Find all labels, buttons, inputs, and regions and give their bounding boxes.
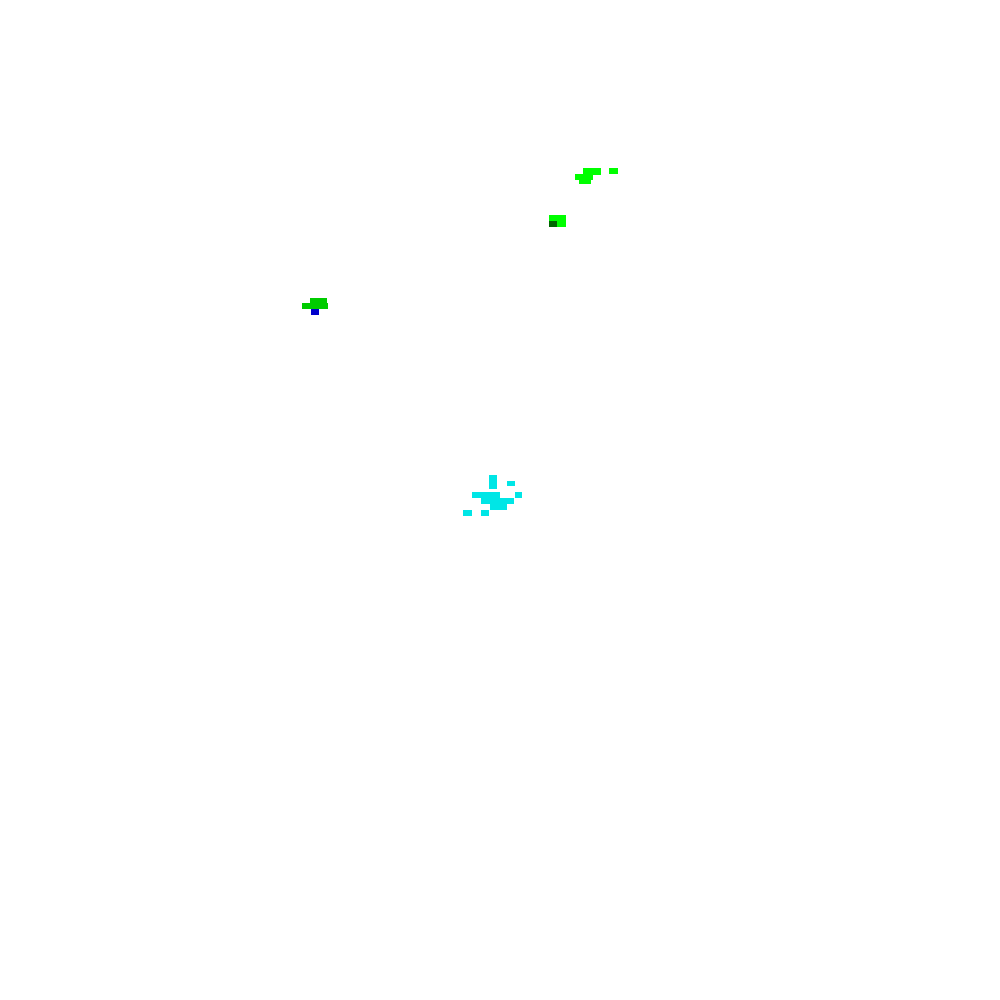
pixel-block bbox=[489, 475, 497, 489]
pixel-block bbox=[481, 510, 489, 516]
pixel-block bbox=[583, 168, 601, 175]
pixel-block bbox=[515, 492, 522, 498]
pixel-block bbox=[490, 504, 507, 510]
pixel-block bbox=[489, 498, 514, 504]
pixel-block bbox=[575, 174, 593, 180]
pixel-block bbox=[302, 303, 328, 309]
pixel-block bbox=[507, 481, 515, 486]
pixel-block bbox=[310, 298, 327, 304]
pixel-block bbox=[472, 492, 500, 498]
pixel-block bbox=[609, 168, 618, 174]
pixel-block bbox=[481, 498, 490, 504]
green-pixel-cluster-left bbox=[302, 297, 330, 317]
pixel-block bbox=[549, 221, 557, 227]
pixel-block bbox=[463, 510, 472, 516]
green-pixel-cluster-upper-right bbox=[575, 167, 620, 187]
pixel-block bbox=[311, 309, 319, 315]
cyan-pixel-cluster-center bbox=[463, 474, 525, 518]
pixel-block bbox=[579, 179, 591, 184]
green-pixel-cluster-middle bbox=[548, 214, 568, 228]
